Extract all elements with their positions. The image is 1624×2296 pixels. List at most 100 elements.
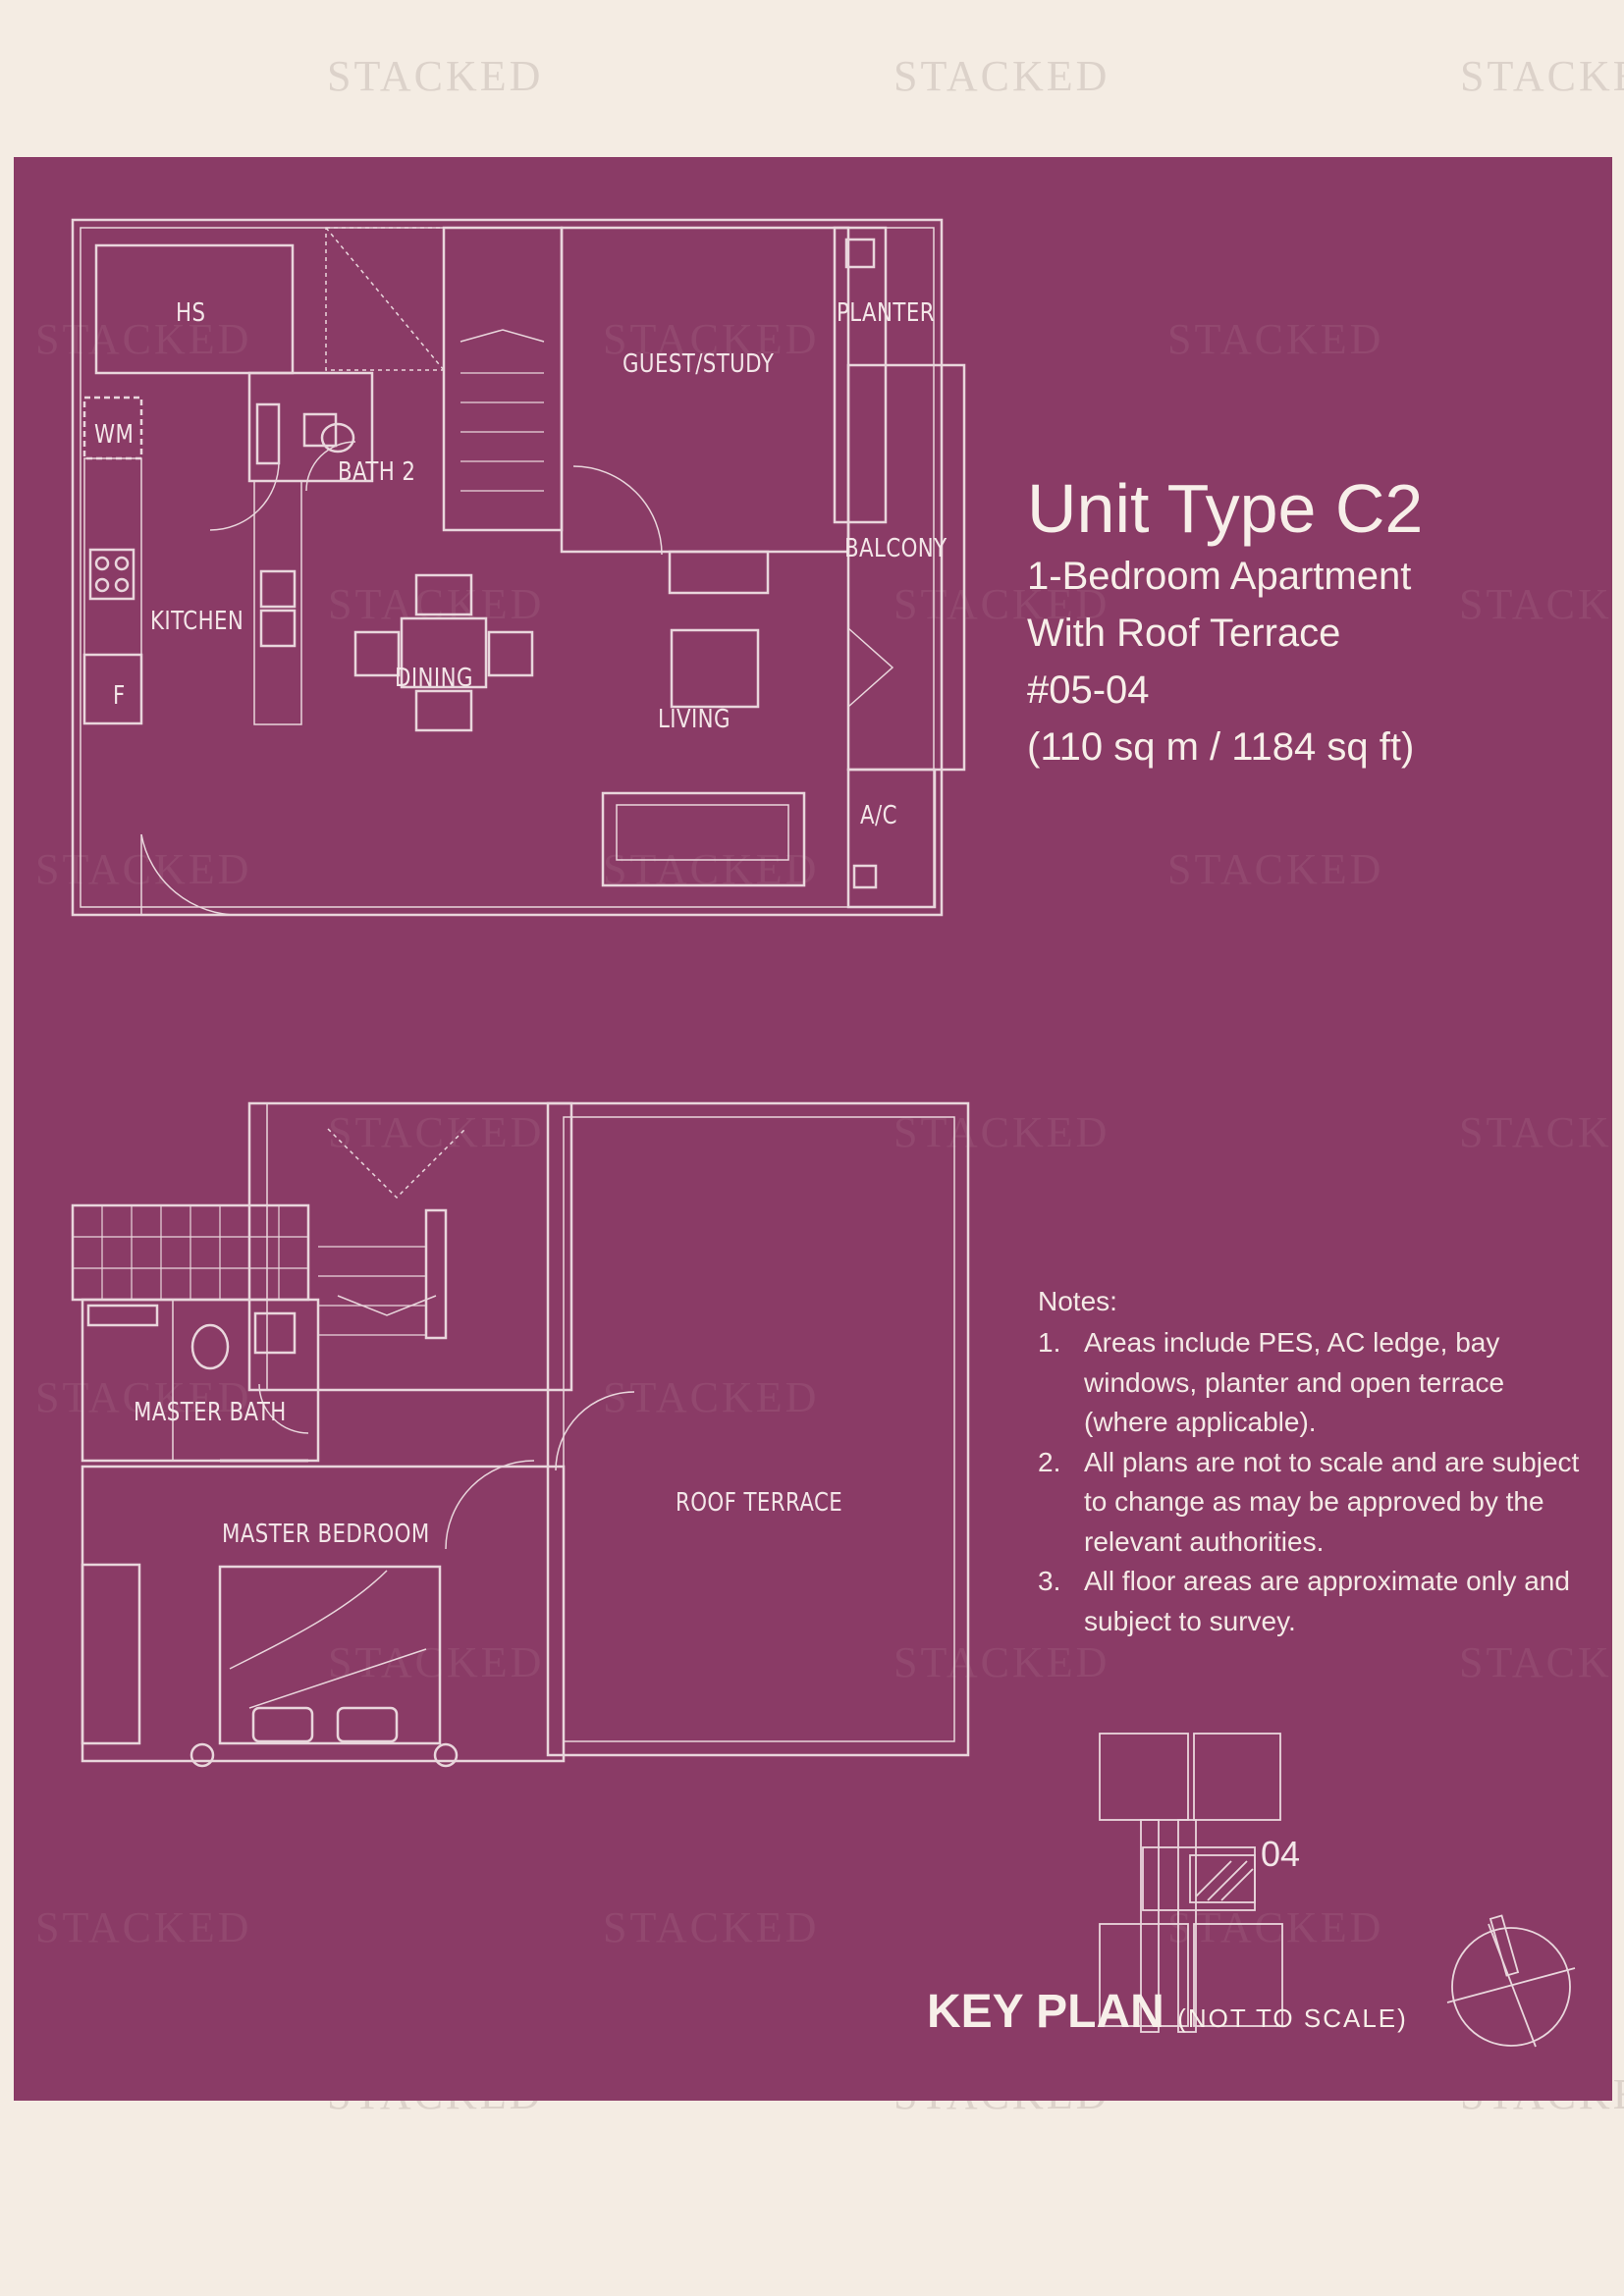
watermark: STACKED <box>893 52 1110 100</box>
block-outline <box>1193 1923 1283 2027</box>
watermark: STACKED <box>603 1373 820 1421</box>
door-swing <box>258 1383 309 1434</box>
stair-arrow <box>337 1295 437 1316</box>
room-label-master-bedroom: MASTER BEDROOM <box>222 1520 430 1549</box>
note-item: 3. All floor areas are approximate only … <box>1038 1562 1588 1641</box>
shower-area <box>81 1299 174 1462</box>
dining-table <box>400 616 488 689</box>
room-label-bath-2: BATH 2 <box>338 457 416 487</box>
block-outline <box>1193 1733 1281 1821</box>
note-text: All plans are not to scale and are subje… <box>1084 1446 1580 1557</box>
watermark: STACKED <box>1459 1108 1612 1156</box>
master-bath-room <box>81 1298 320 1463</box>
fridge <box>82 653 143 725</box>
watermark: STACKED <box>603 1903 820 1951</box>
lower-floor-outline <box>71 218 944 917</box>
watermark: STACKED <box>1167 845 1384 893</box>
note-number: 1. <box>1038 1327 1061 1358</box>
unit-info: Unit Type C2 1-Bedroom Apartment With Ro… <box>1027 469 1423 775</box>
watermark: STACKED <box>603 315 820 363</box>
room-label-living: LIVING <box>658 705 731 734</box>
key-plan-title-text: KEY PLAN <box>927 1986 1164 2038</box>
room-label-planter: PLANTER <box>837 298 935 328</box>
unit-title: Unit Type C2 <box>1027 470 1424 547</box>
stove-burner <box>94 556 110 571</box>
chair <box>414 689 473 732</box>
door-swing <box>209 460 280 531</box>
watermark: STACKED <box>893 580 1110 628</box>
key-plan-unit-marker: 04 <box>1261 1834 1301 1874</box>
ac-unit <box>852 864 878 889</box>
stair-rail <box>424 1208 448 1340</box>
room-label-ac: A/C <box>860 801 897 830</box>
stove-burner <box>114 577 130 593</box>
key-plan-note: (NOT TO SCALE) <box>1177 2003 1408 2033</box>
note-item: 1. Areas include PES, AC ledge, bay wind… <box>1038 1323 1588 1443</box>
door-swing <box>572 465 663 556</box>
guest-study-room <box>560 226 850 554</box>
watermark: STACKED <box>328 1108 545 1156</box>
room-label-master-bath: MASTER BATH <box>134 1398 287 1427</box>
sofa <box>601 791 806 887</box>
room-label-balcony: BALCONY <box>844 534 947 563</box>
stove-burner <box>114 556 130 571</box>
watermark: STACKED <box>1167 315 1384 363</box>
bedside-lamp <box>433 1742 459 1768</box>
entrance-door <box>140 833 241 916</box>
watermark: STACKED <box>328 580 545 628</box>
sink-icon <box>259 569 297 609</box>
ac-ledge <box>846 768 937 909</box>
door-swing <box>305 441 356 492</box>
lower-floor-plan <box>71 218 966 917</box>
watermark: STACKED <box>1167 1903 1384 1951</box>
note-text: All floor areas are approximate only and… <box>1084 1566 1570 1636</box>
void-area <box>325 227 445 371</box>
unit-04-highlight <box>1189 1854 1256 1903</box>
chair <box>414 573 473 616</box>
void-area <box>327 1128 466 1200</box>
block-outline <box>1099 1923 1189 2027</box>
room-label-kitchen: KITCHEN <box>150 607 244 636</box>
stove-burner <box>94 577 110 593</box>
bed <box>218 1565 442 1745</box>
stove-icon <box>88 548 135 601</box>
toilet-icon <box>320 422 355 454</box>
note-text: Areas include PES, AC ledge, bay windows… <box>1084 1327 1505 1437</box>
north-compass <box>1451 1927 1571 2047</box>
watermark: STACKED <box>327 52 544 100</box>
upper-floor-plan <box>71 1101 970 1768</box>
bed-sheet <box>229 1570 388 1670</box>
watermark: STACKED <box>328 1638 545 1686</box>
shower-icon <box>86 1304 159 1327</box>
note-number: 2. <box>1038 1446 1061 1477</box>
room-label-dining: DINING <box>395 664 473 693</box>
key-plan-title: KEY PLAN (NOT TO SCALE) <box>927 1985 1408 2039</box>
pillow <box>251 1706 314 1743</box>
watermark: STACKED <box>35 315 252 363</box>
room-label-roof-terrace: ROOF TERRACE <box>676 1488 843 1518</box>
basin-icon <box>302 412 338 448</box>
hs-room <box>94 243 295 375</box>
watermark: STACKED <box>35 1903 252 1951</box>
notes: Notes: 1. Areas include PES, AC ledge, b… <box>1038 1282 1588 1641</box>
unit-number: #05-04 <box>1027 668 1150 712</box>
stair-arrow <box>460 329 545 343</box>
door-swing <box>555 1391 635 1471</box>
bath-2-room <box>247 371 374 483</box>
room-label-wm: WM <box>94 420 135 450</box>
room-label-fridge: F <box>113 681 126 711</box>
watermark: STACKED <box>35 1373 252 1421</box>
unit-area: (110 sq m / 1184 sq ft) <box>1027 725 1415 769</box>
master-bedroom-room <box>81 1465 566 1763</box>
pillow <box>336 1706 399 1743</box>
chair <box>353 630 401 677</box>
lower-floor-outline-inner <box>80 227 935 908</box>
block-outline <box>1099 1733 1189 1821</box>
block-outline <box>1142 1846 1256 1911</box>
balcony <box>846 363 966 772</box>
planter <box>833 226 888 524</box>
door-swing <box>445 1460 535 1550</box>
watermark: STACKED <box>1459 1638 1612 1686</box>
basin-icon <box>253 1311 297 1355</box>
staircase <box>442 226 564 532</box>
